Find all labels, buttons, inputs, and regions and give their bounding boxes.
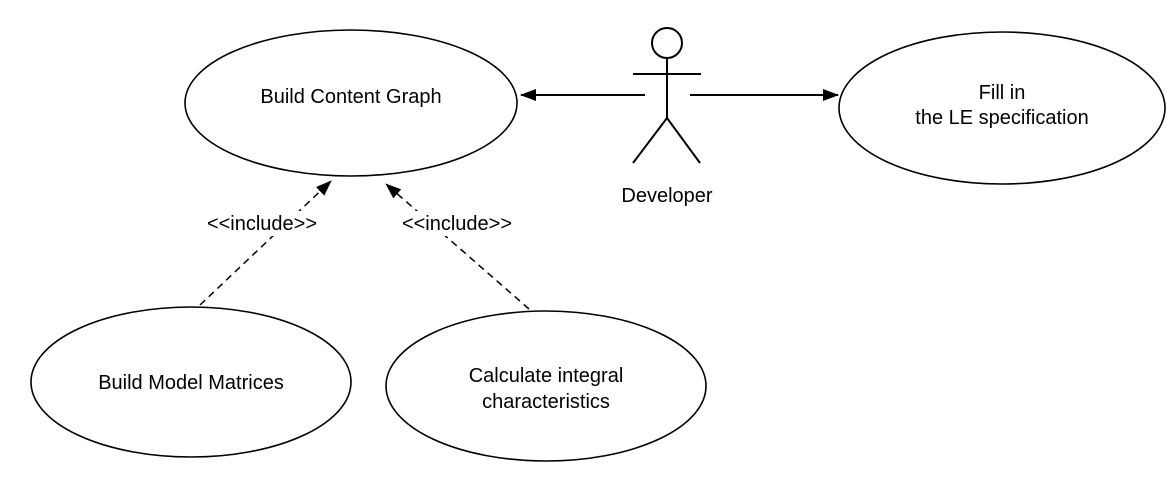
include-label-1: <<include>> xyxy=(207,213,317,235)
include-label-2: <<include>> xyxy=(402,213,512,235)
include-arrow-build-model-matrices xyxy=(199,180,332,306)
actor-developer: Developer xyxy=(621,27,713,207)
actor-left-leg xyxy=(632,117,668,164)
usecase-calculate-integral-label-line2: characteristics xyxy=(482,391,610,413)
usecase-fill-le-specification xyxy=(838,31,1166,185)
include-label-background-1 xyxy=(194,211,330,236)
usecase-fill-le-specification-label-line1: Fill in xyxy=(979,82,1026,104)
usecase-build-model-matrices-label: Build Model Matrices xyxy=(98,372,284,394)
actor-head xyxy=(651,27,683,59)
usecase-calculate-integral-label-line1: Calculate integral xyxy=(469,365,624,387)
include-arrow-calculate-integral xyxy=(385,183,530,310)
include-label-background-2 xyxy=(389,211,525,236)
usecase-build-model-matrices xyxy=(30,306,352,458)
usecase-build-content-graph xyxy=(184,29,518,177)
usecase-build-content-graph-label: Build Content Graph xyxy=(260,86,441,108)
actor-developer-label: Developer xyxy=(621,185,713,207)
actor-right-leg xyxy=(666,117,701,164)
usecase-calculate-integral-characteristics xyxy=(385,310,707,462)
usecase-fill-le-specification-label-line2: the LE specification xyxy=(915,107,1088,129)
